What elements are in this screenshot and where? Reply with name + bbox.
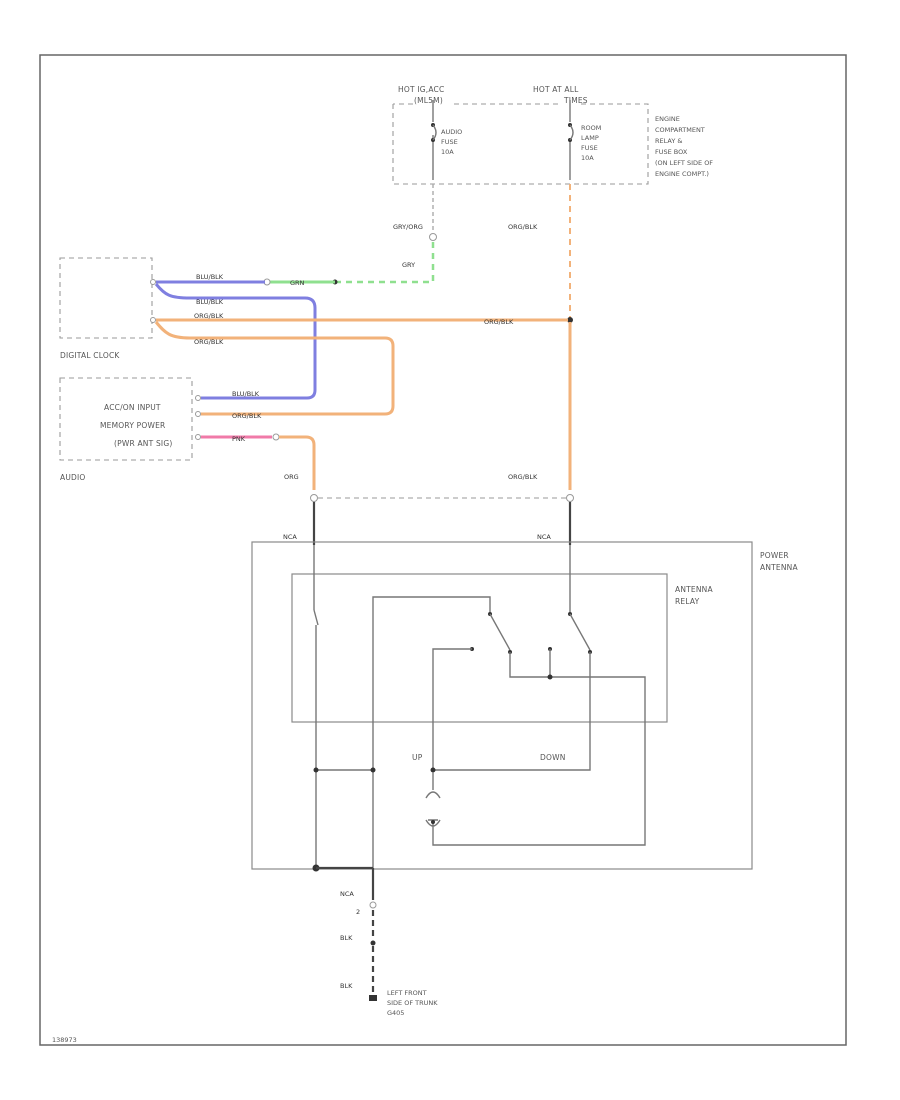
- nca-3-connector: [369, 901, 377, 909]
- relay-down-line: [433, 652, 591, 771]
- audio-fuse-label-2: FUSE: [441, 138, 458, 146]
- bus-node-mid: [370, 767, 376, 773]
- wire-label-gry-org: GRY/ORG: [393, 223, 423, 231]
- clock-pin-2: [150, 317, 156, 323]
- hot-ig-sub-label: (ML5M): [414, 96, 443, 105]
- digital-clock-label: DIGITAL CLOCK: [60, 351, 120, 360]
- ground-label-2: SIDE OF TRUNK: [387, 999, 438, 1007]
- audio-pin-3: [195, 434, 201, 440]
- audio-pin-1: [195, 395, 201, 401]
- blk-label-2: BLK: [340, 982, 353, 990]
- nca-pin-right: [566, 494, 574, 502]
- digital-clock-outline: [59, 257, 153, 339]
- wire-label-blu-blk-2: BLU/BLK: [196, 298, 224, 306]
- engine-box-label-5: (ON LEFT SIDE OF: [655, 159, 713, 167]
- pwr-ant-sig-label: (PWR ANT SIG): [114, 439, 172, 448]
- audio-fuse-label-1: AUDIO: [441, 128, 462, 136]
- wire-label-gry: GRY: [402, 261, 415, 269]
- wire-label-org-blk-top: ORG/BLK: [508, 223, 538, 231]
- bus-node-up: [430, 767, 436, 773]
- wire-label-org-blk-1: ORG/BLK: [194, 312, 224, 320]
- audio-fuse-label-3: 10A: [441, 148, 454, 156]
- wire-label-org: ORG: [284, 473, 299, 481]
- engine-box-label-1: ENGINE: [655, 115, 680, 123]
- pnk-connector: [272, 433, 280, 441]
- audio-unit-outline: [59, 377, 193, 461]
- engine-box-label-2: COMPARTMENT: [655, 126, 705, 134]
- org-wire: [279, 435, 316, 490]
- room-fuse-link: [569, 124, 574, 141]
- memory-power-label: MEMORY POWER: [100, 421, 165, 430]
- gry-wire: [335, 242, 435, 284]
- down-label: DOWN: [540, 753, 566, 762]
- power-antenna-label-1: POWER: [760, 551, 789, 560]
- org-blk-wire-clock-audio: [154, 321, 395, 416]
- room-fuse-label-3: FUSE: [581, 144, 598, 152]
- engine-box-label-6: ENGINE COMPT.): [655, 170, 709, 178]
- motor-node: [431, 820, 435, 824]
- fuse-box-outline: [392, 103, 649, 185]
- figure-id: 138973: [52, 1036, 77, 1044]
- nca-label-2: NCA: [537, 533, 551, 541]
- nca-label-3: NCA: [340, 890, 354, 898]
- room-fuse-label-4: 10A: [581, 154, 594, 162]
- room-fuse-label-2: LAMP: [581, 134, 599, 142]
- wire-label-org-blk-4: ORG/BLK: [508, 473, 538, 481]
- wire-label-org-blk-3: ORG/BLK: [232, 412, 262, 420]
- antenna-relay-label-2: RELAY: [675, 597, 700, 606]
- acc-on-input-label: ACC/ON INPUT: [104, 403, 161, 412]
- hot-all-label: HOT AT ALL: [533, 85, 579, 94]
- room-fuse-label-1: ROOM: [581, 124, 601, 132]
- ground-symbol: [369, 995, 377, 1001]
- blu-blk-wire-clock-audio: [154, 283, 317, 400]
- hot-all-sub-label: TIMES: [563, 96, 588, 105]
- up-label: UP: [412, 753, 423, 762]
- antenna-relay-box: [291, 573, 668, 723]
- motor-symbol-upper: [425, 772, 441, 799]
- power-antenna-label-2: ANTENNA: [760, 563, 798, 572]
- ground-label-3: G405: [387, 1009, 404, 1017]
- relay-coil-loop: [372, 596, 491, 868]
- wire-label-pnk: PNK: [232, 435, 246, 443]
- diagram-frame: [39, 54, 847, 1046]
- gry-org-connector: [429, 233, 437, 241]
- wire-label-blu-blk-3: BLU/BLK: [232, 390, 260, 398]
- bus-node-left: [313, 767, 319, 773]
- engine-box-label-3: RELAY &: [655, 137, 682, 145]
- engine-box-label-4: FUSE BOX: [655, 148, 688, 156]
- antenna-relay-label-1: ANTENNA: [675, 585, 713, 594]
- wire-label-org-blk-main: ORG/BLK: [484, 318, 514, 326]
- antenna-left-break: [313, 609, 319, 626]
- antenna-left-feed: [313, 545, 317, 868]
- relay-switch-2: [569, 613, 591, 651]
- audio-fuse-link: [432, 124, 437, 141]
- relay-sw1-return: [432, 652, 646, 846]
- wire-label-grn: GRN: [290, 279, 305, 287]
- relay-switch-1: [489, 613, 511, 651]
- nca-label-1: NCA: [283, 533, 297, 541]
- relay-link-node: [547, 674, 553, 680]
- nca-pin-left: [310, 494, 318, 502]
- ground-label-1: LEFT FRONT: [387, 989, 427, 997]
- relay-up-line: [432, 648, 472, 770]
- clock-pin-1: [150, 279, 156, 285]
- nca-3-pin-label: 2: [356, 908, 360, 916]
- blk-label-1: BLK: [340, 934, 353, 942]
- wire-label-org-blk-2: ORG/BLK: [194, 338, 224, 346]
- org-blk-splice-node: [567, 317, 573, 323]
- audio-label: AUDIO: [60, 473, 86, 482]
- hot-ig-label: HOT IG,ACC: [398, 85, 444, 94]
- blk-node: [370, 940, 376, 946]
- audio-pin-2: [195, 411, 201, 417]
- power-antenna-box: [251, 541, 753, 870]
- wire-label-blu-blk-1: BLU/BLK: [196, 273, 224, 281]
